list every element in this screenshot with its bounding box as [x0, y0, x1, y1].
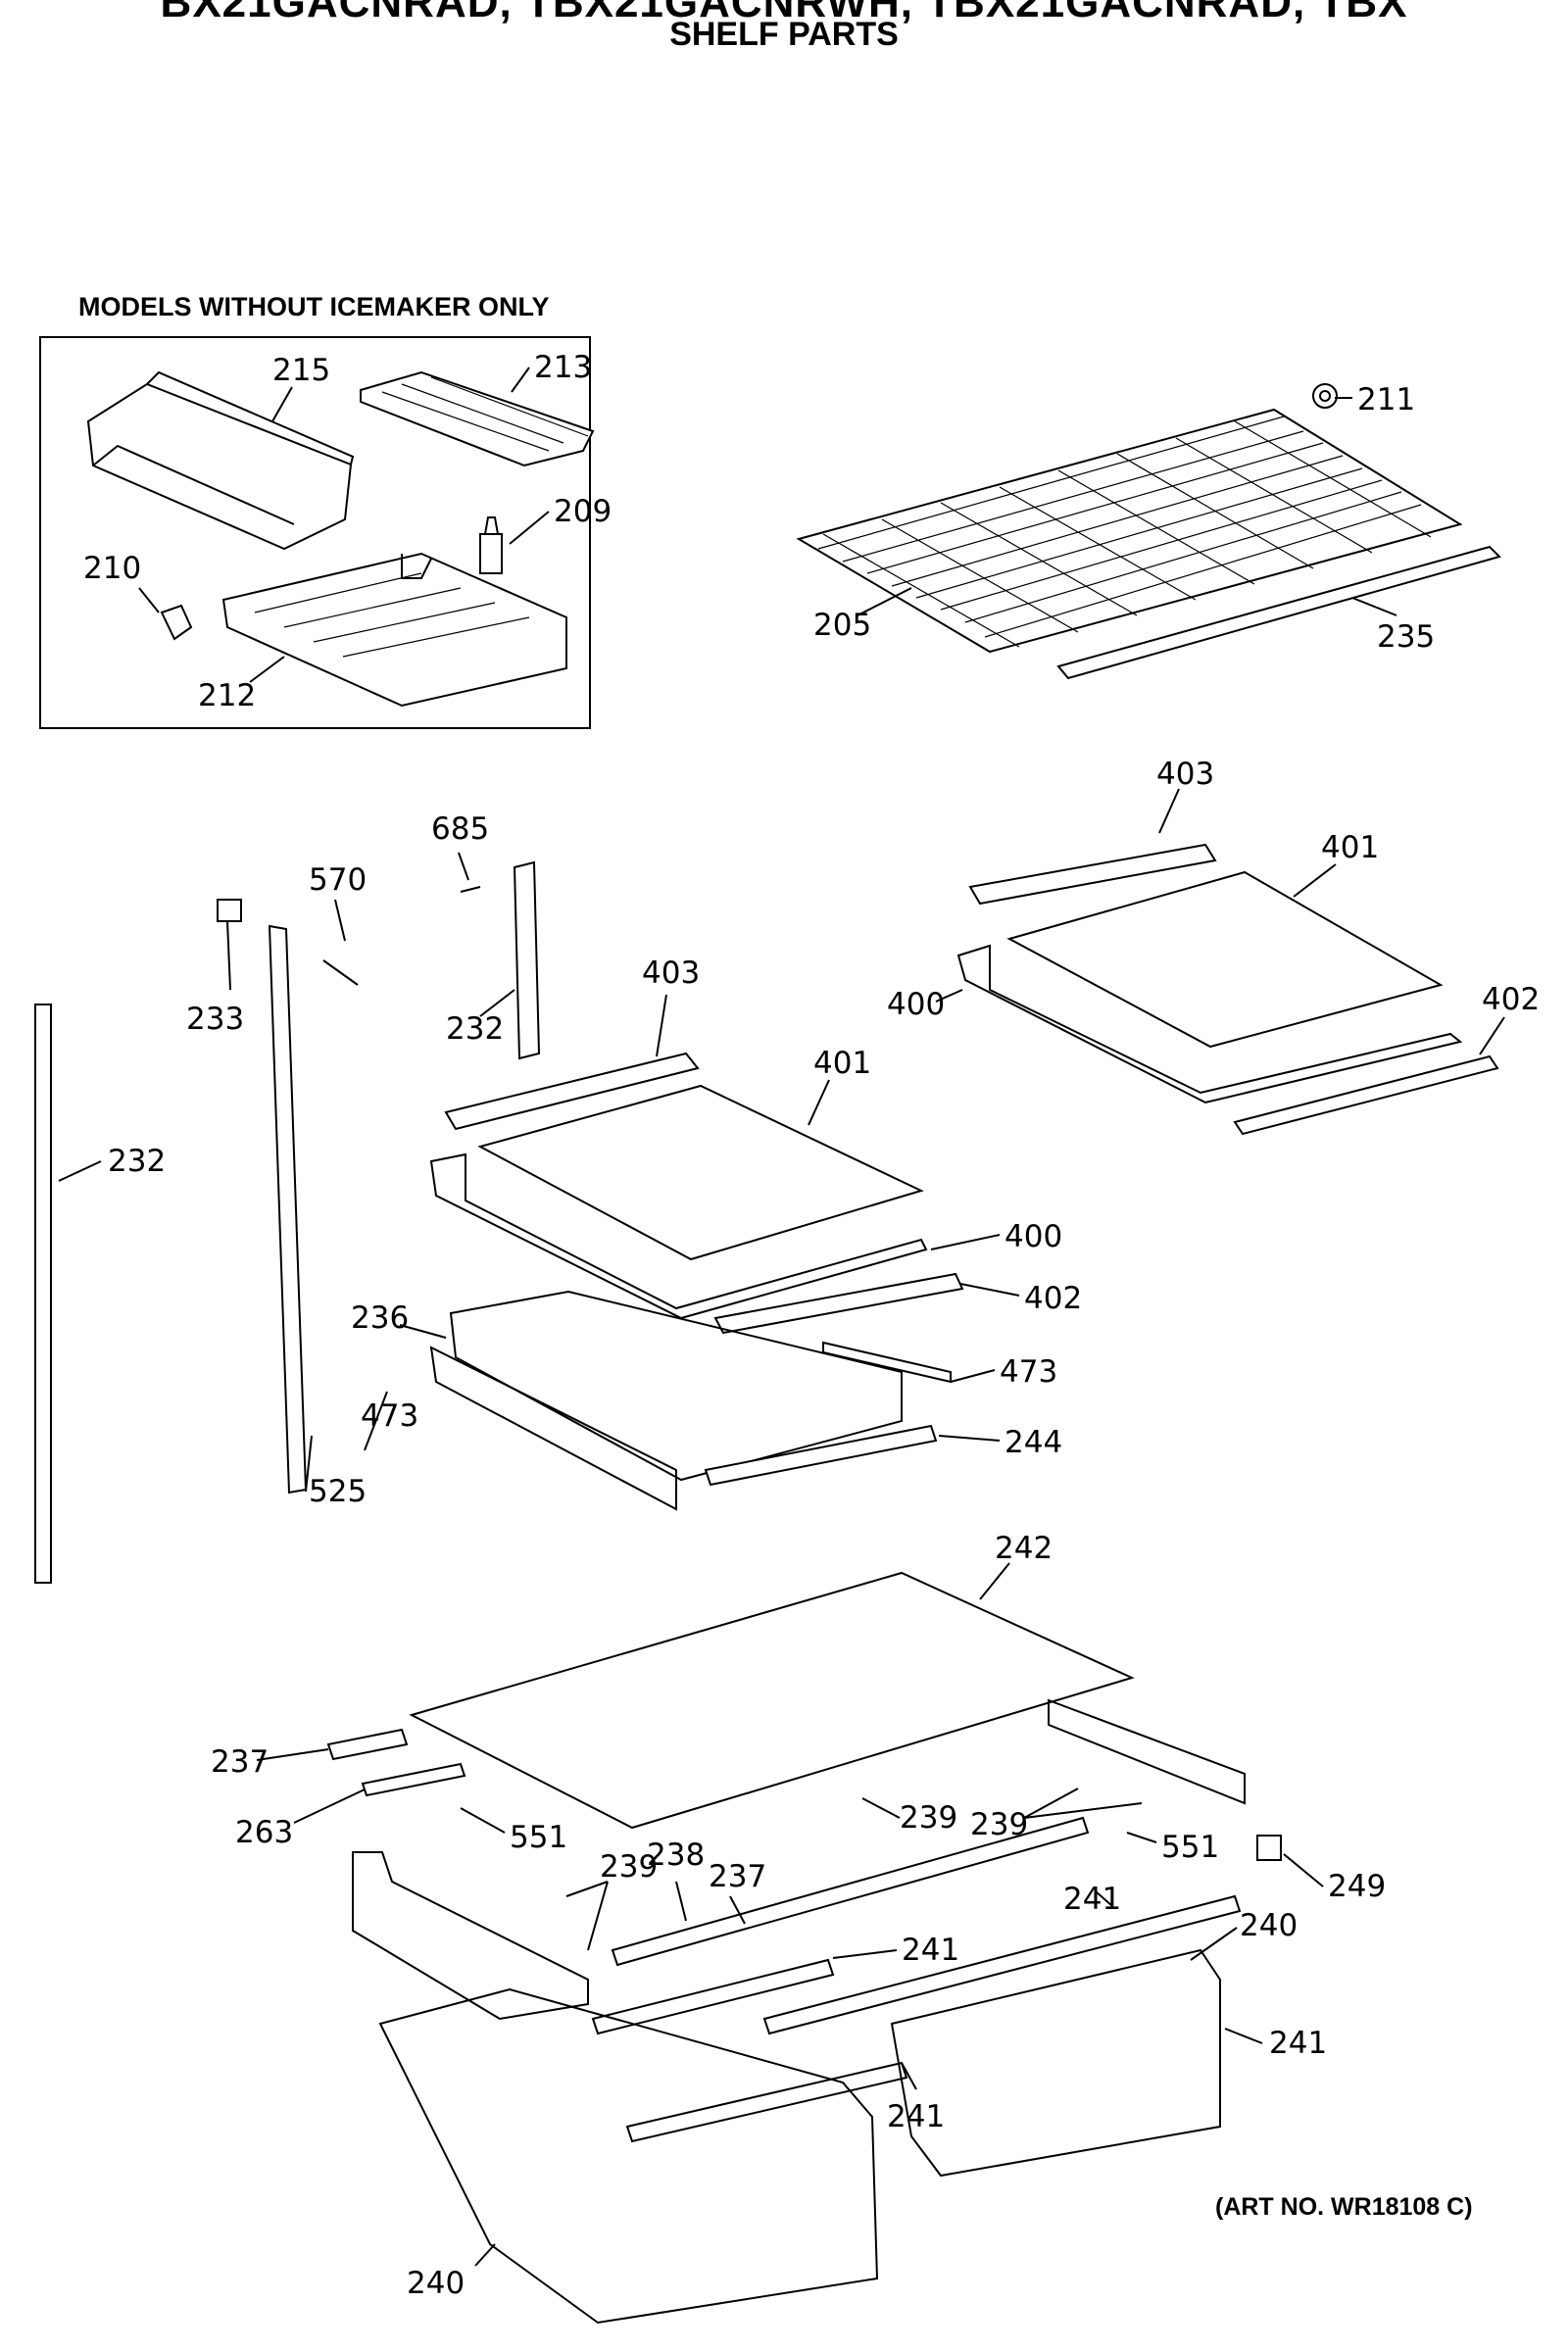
section-title: SHELF PARTS	[669, 16, 899, 53]
model-number-heading: BX21GACNRAD, TBX21GACNRWH, TBX21GACNRAD,…	[160, 0, 1408, 26]
callout-551-left: 551	[510, 1820, 567, 1855]
rail-233-tall	[268, 924, 308, 1494]
callout-525: 525	[309, 1474, 367, 1509]
callout-239-right: 239	[970, 1807, 1028, 1842]
leader-lines	[58, 367, 1505, 2267]
glass-shelf-242	[409, 1571, 1135, 1830]
handle-241-left	[625, 2061, 908, 2143]
clip-249	[1256, 1835, 1282, 1861]
callout-473-right: 473	[1000, 1354, 1057, 1390]
shelf-trim-403-right	[968, 843, 1217, 906]
callout-402-mid: 402	[1024, 1281, 1082, 1316]
callout-211: 211	[1357, 382, 1415, 417]
callout-209: 209	[554, 494, 612, 529]
shelf-trim-235	[1056, 545, 1501, 680]
drawer-240-right	[890, 1948, 1221, 2178]
callout-238: 238	[647, 1838, 705, 1873]
icemaker-inset-box	[39, 336, 591, 729]
callout-400-mid: 400	[1004, 1219, 1062, 1254]
shelf-trim-402-right	[1233, 1054, 1499, 1136]
callout-244: 244	[1004, 1425, 1062, 1460]
callout-240-right: 240	[1240, 1908, 1298, 1943]
callout-235: 235	[1377, 619, 1435, 655]
callout-212: 212	[198, 678, 256, 713]
callout-labels: 215 213 209 210 212 211 205 235 403 401 …	[83, 350, 1540, 2301]
callout-551-right: 551	[1161, 1830, 1219, 1865]
callout-237-front: 237	[709, 1859, 766, 1894]
trim-241-lower	[762, 1894, 1242, 2035]
screw-570	[322, 959, 359, 986]
callout-232-mid: 232	[446, 1011, 504, 1047]
callout-213: 213	[534, 350, 592, 385]
rail-232-far-left	[34, 1004, 52, 1584]
callout-263: 263	[235, 1815, 293, 1850]
callout-403-mid: 403	[642, 956, 700, 991]
callout-205: 205	[813, 608, 871, 643]
shelf-frame-400-right	[956, 944, 1463, 1104]
callout-215: 215	[272, 353, 330, 388]
callout-237-left: 237	[211, 1744, 269, 1780]
callout-236: 236	[351, 1300, 409, 1336]
callout-210: 210	[83, 551, 141, 586]
callout-232-left: 232	[108, 1144, 166, 1179]
callout-240-left: 240	[407, 2266, 465, 2301]
callout-400-right: 400	[887, 987, 945, 1022]
callout-401-mid: 401	[813, 1046, 871, 1081]
screw-685	[460, 886, 481, 893]
rail-237-left	[326, 1728, 409, 1761]
wire-shelf-205	[796, 408, 1463, 654]
clip-233	[217, 899, 242, 922]
callout-233: 233	[186, 1002, 244, 1037]
inset-title: MODELS WITHOUT ICEMAKER ONLY	[78, 292, 550, 321]
callout-402-right: 402	[1482, 982, 1540, 1017]
drawer-240-left	[378, 1987, 879, 2325]
callout-685: 685	[431, 811, 489, 847]
trim-241-upper	[591, 1958, 835, 2035]
right-rail-239	[1048, 1698, 1246, 1805]
callout-239-left: 239	[600, 1849, 658, 1885]
callout-241-right-handle: 241	[1269, 2026, 1327, 2061]
bumper-211	[1312, 383, 1338, 409]
callout-241-right-trim: 241	[1063, 1882, 1121, 1917]
trim-244	[704, 1424, 938, 1487]
glass-shelf-401-right	[1006, 870, 1444, 1049]
rail-232-mid	[513, 860, 541, 1060]
left-end-cap-239	[352, 1851, 589, 2021]
ice-tray-213	[360, 370, 595, 467]
shelf-trim-403-mid	[444, 1052, 700, 1131]
glass-shelf-401-mid	[477, 1084, 924, 1261]
callout-403-right: 403	[1156, 757, 1214, 792]
slide-473	[822, 1341, 952, 1384]
callout-242: 242	[995, 1531, 1053, 1566]
callout-401-right: 401	[1321, 830, 1379, 865]
ice-tray-support-212	[221, 552, 567, 708]
front-trim-237	[611, 1816, 1090, 1967]
trim-263	[361, 1762, 466, 1797]
callout-241-upper: 241	[902, 1933, 959, 1968]
knob-210	[160, 604, 193, 641]
motor-209	[479, 516, 503, 574]
callout-473-left: 473	[361, 1398, 418, 1434]
shelf-frame-400-mid	[429, 1152, 928, 1320]
callout-249: 249	[1328, 1869, 1386, 1904]
art-number: (ART NO. WR18108 C)	[1215, 2193, 1473, 2221]
callout-570: 570	[309, 862, 367, 898]
callout-241-left-handle: 241	[887, 2099, 945, 2134]
shelf-trim-402-mid	[713, 1272, 964, 1335]
callout-239-mid: 239	[900, 1800, 957, 1836]
crisper-drawer-236	[429, 1290, 903, 1511]
ice-bucket-215	[86, 370, 355, 551]
